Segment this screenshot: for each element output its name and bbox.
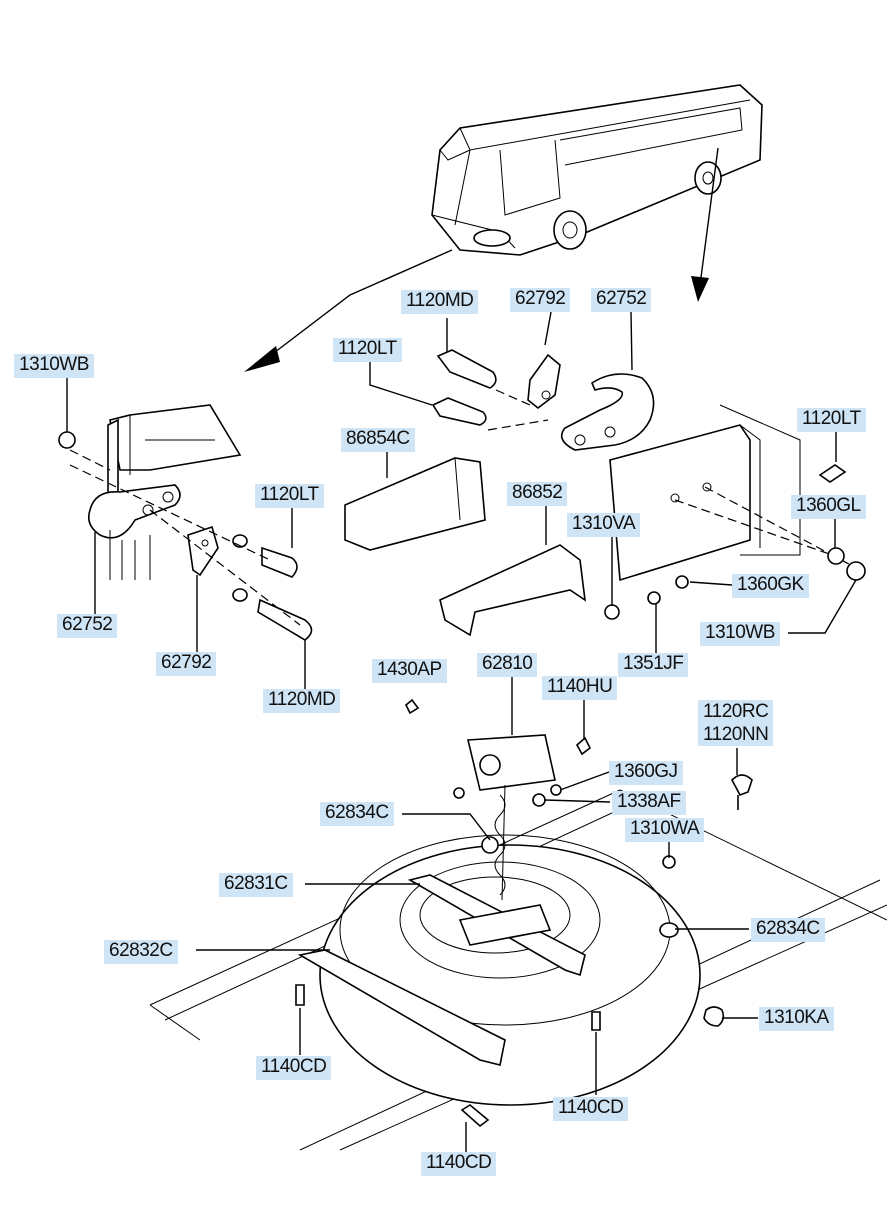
right-frame-bracket [604,404,866,620]
part-label-1310va[interactable]: 1310VA [567,513,641,537]
part-label-86854c[interactable]: 86854C [341,428,415,452]
part-label-1360gl[interactable]: 1360GL [791,495,866,519]
part-label-1140cd-bottom[interactable]: 1140CD [421,1152,497,1176]
part-label-1140cd-right[interactable]: 1140CD [553,1097,629,1121]
bus-illustration [431,84,763,256]
part-label-1310ka[interactable]: 1310KA [759,1007,834,1031]
part-label-62831c[interactable]: 62831C [219,873,293,897]
part-label-1120lt-right[interactable]: 1120LT [797,408,866,432]
part-label-1338af[interactable]: 1338AF [612,791,686,815]
part-label-1310wb-left[interactable]: 1310WB [14,354,94,378]
leader-lines [66,311,857,1152]
part-label-62810[interactable]: 62810 [477,653,538,677]
part-label-86852[interactable]: 86852 [507,482,568,506]
part-label-1120nn: 1120NN [703,724,769,745]
part-label-1430ap[interactable]: 1430AP [372,659,447,683]
part-label-1120rc: 1120RC [703,701,769,722]
part-label-62792-left[interactable]: 62792 [156,652,217,676]
part-label-1351jf[interactable]: 1351JF [618,653,689,677]
part-label-62834c-right[interactable]: 62834C [751,918,825,942]
part-label-62752-top[interactable]: 62752 [591,288,652,312]
part-label-62792-top[interactable]: 62792 [510,288,571,312]
part-label-1120lt-left[interactable]: 1120LT [255,484,324,508]
part-label-62752-left[interactable]: 62752 [57,614,118,638]
part-label-1310wa[interactable]: 1310WA [625,818,705,842]
part-label-1140hu[interactable]: 1140HU [542,676,618,700]
part-label-1310wb-right[interactable]: 1310WB [700,622,780,646]
spare-tire-carrier [149,698,887,1151]
left-tow-hook-assembly [58,404,313,641]
part-label-1360gk[interactable]: 1360GK [732,574,809,598]
part-label-1120md-top[interactable]: 1120MD [401,290,479,314]
part-label-1120rc-1120nn[interactable]: 1120RC 1120NN [698,700,774,746]
part-label-62832c[interactable]: 62832C [104,940,178,964]
part-label-1360gj[interactable]: 1360GJ [609,761,683,785]
part-label-1140cd-left[interactable]: 1140CD [256,1056,332,1080]
part-label-62834c-left[interactable]: 62834C [320,802,394,826]
part-label-1120md-left[interactable]: 1120MD [263,689,341,713]
covers [344,457,587,637]
right-tow-hook-assembly [431,349,655,451]
part-label-1120lt-mid[interactable]: 1120LT [333,338,402,362]
